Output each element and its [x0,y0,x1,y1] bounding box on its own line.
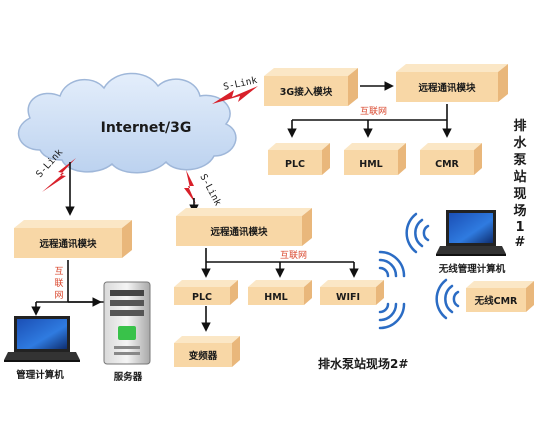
management-computer-label: 管理计算机 [16,369,64,381]
site1-title-char: 泵 [513,153,526,168]
site2-inverter-label: 变频器 [189,350,218,362]
s-link-label-3: S-Link [197,172,223,208]
wifi-signal-icon [378,250,406,278]
site2-plc-label: PLC [192,292,212,303]
site2-remote-comm-label: 远程通讯模块 [210,226,268,238]
site1-cmr-box: CMR [420,143,482,175]
site1-plc-box: PLC [268,143,330,175]
wifi-signal-icon [378,302,406,330]
site1-3g-module-box: 3G接入模块 [264,68,358,106]
site2-inverter-box: 变频器 [174,336,240,367]
site2-hml-box: HML [248,280,312,305]
site1-title-char: 1 [515,220,524,235]
wireless-cmr-box: 无线CMR [466,281,534,312]
center-remote-comm-label: 远程通讯模块 [39,238,97,250]
site1-title-char: 现 [513,187,526,202]
server-icon [103,281,151,365]
server-label: 服务器 [114,371,143,383]
center-internet-char: 网 [54,290,63,301]
cloud-icon: Internet/3G [17,72,237,174]
laptop-icon [4,316,80,362]
center-internet-char: 联 [54,278,63,289]
wifi-signal-icon [435,278,460,320]
site1-remote-comm-label: 远程通讯模块 [418,82,476,94]
site2-hml-label: HML [264,292,287,303]
site1-title-char: # [515,235,526,250]
laptop-icon [436,210,506,256]
site1-cmr-label: CMR [435,159,459,170]
wifi-signal-icon [405,212,430,254]
cloud-label: Internet/3G [101,120,192,136]
wireless-cmr-label: 无线CMR [474,295,518,307]
lightning-bolt-icon [42,86,258,204]
site1-internet-label: 互联网 [360,106,387,117]
site1-3g-module-label: 3G接入模块 [280,86,333,98]
site1-hml-box: HML [344,143,406,175]
site1-title-char: 排 [513,118,526,134]
site1-plc-label: PLC [285,159,305,170]
site1-title-char: 场 [513,204,526,219]
site2-wifi-label: WIFI [336,292,360,303]
site1-title-char: 水 [513,135,527,151]
site1-title: 排 水 泵 站 现 场 1 # [513,118,527,250]
site1-connection-lines [287,104,452,138]
site1-remote-comm-box: 远程通讯模块 [396,64,508,102]
site2-internet-label: 互联网 [280,250,307,261]
center-internet-char: 互 [54,266,63,277]
center-remote-comm-box: 远程通讯模块 [14,220,132,258]
site2-connection-lines [201,248,359,332]
site2-wifi-box: WIFI [320,280,384,305]
site1-hml-label: HML [359,159,382,170]
center-internet-label: 互 联 网 [54,266,63,301]
s-link-label-1: S-Link [222,75,258,93]
site2-plc-box: PLC [174,280,238,305]
site2-remote-comm-box: 远程通讯模块 [176,208,312,246]
site2-title: 排水泵站现场2# [318,356,408,371]
site1-title-char: 站 [513,169,526,185]
wireless-computer-label: 无线管理计算机 [438,263,506,275]
